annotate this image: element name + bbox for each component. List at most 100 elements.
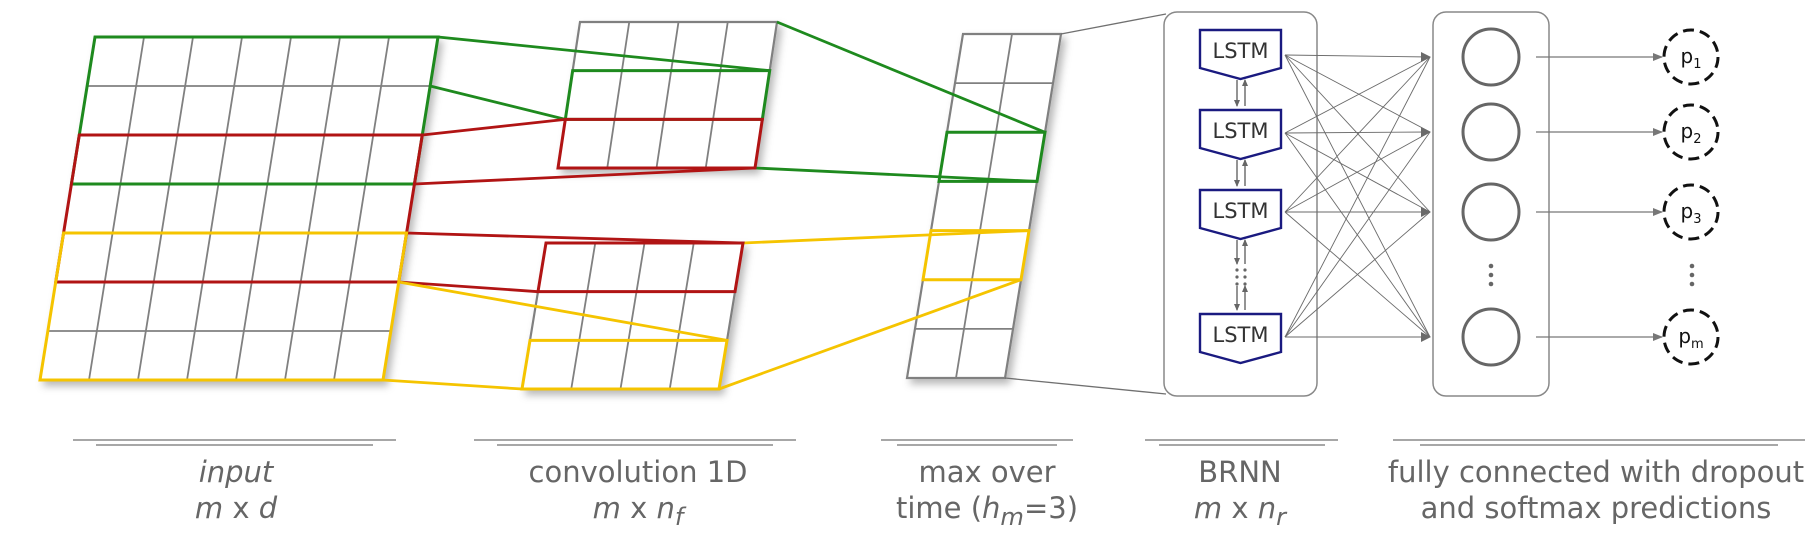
neuron-ellipsis-dot: [1488, 281, 1494, 287]
prediction-label-base: p: [1681, 119, 1694, 143]
conv-feature-map-top-col-line: [704, 21, 729, 169]
neuron-node: [1461, 182, 1521, 242]
neuron-ellipsis-dot: [1488, 263, 1494, 269]
dense-arrowhead: [1421, 52, 1431, 62]
ellipsis-dot: [1235, 282, 1239, 286]
prediction-label: p1: [1681, 44, 1702, 72]
connector-yellow-input-conv: [382, 378, 523, 391]
prediction-label-base: p: [1678, 324, 1691, 348]
dense-connection: [1284, 131, 1431, 134]
dense-arrowhead: [1421, 332, 1431, 342]
prediction-label-base: p: [1681, 199, 1694, 223]
time-suffix: =3): [1023, 491, 1079, 525]
input-matrix-col-line: [235, 36, 292, 381]
prediction-node: p2: [1662, 103, 1720, 161]
stage-max-title: max over: [918, 455, 1056, 489]
max-highlight-green: [937, 130, 1047, 183]
prediction-circle: [1662, 28, 1720, 86]
dim-r: r: [1276, 502, 1287, 531]
ellipsis-dot: [1243, 275, 1247, 279]
ellipsis-dot: [1235, 268, 1239, 272]
lstm-label: LSTM: [1213, 199, 1269, 223]
stage-label-input: input m x d: [101, 454, 371, 526]
input-matrix-frame: [38, 35, 440, 382]
max-highlight-yellow: [921, 229, 1031, 282]
conv-feature-map-top-col-line: [606, 21, 631, 169]
prediction-circle: [1662, 183, 1720, 241]
max-pooled-matrix-col-line: [955, 33, 1013, 379]
lstm-cell: LSTM: [1198, 28, 1283, 81]
conv-feature-map-bottom: [520, 241, 745, 391]
connector-yellow-input-conv: [398, 280, 728, 342]
stage-brnn-title: BRNN: [1198, 455, 1282, 489]
prediction-label: p2: [1681, 119, 1702, 147]
conv-highlight-yellow: [520, 338, 729, 391]
connector-green-input-conv: [437, 35, 770, 73]
dim-n: n: [656, 491, 675, 525]
conv-highlight-red: [556, 117, 765, 170]
connector-yellow-conv-max: [718, 278, 1022, 391]
lstm-label: LSTM: [1213, 323, 1269, 347]
dense-connection: [1284, 56, 1431, 134]
dim-h: h: [982, 491, 1001, 525]
lstm-label: LSTM: [1213, 39, 1269, 63]
stage-fc-subtitle: and softmax predictions: [1420, 491, 1772, 525]
lstm-cell-shape: [1198, 28, 1283, 81]
dense-connection: [1284, 54, 1431, 213]
zoom-line-bottom: [1004, 377, 1167, 395]
connector-red-input-conv: [398, 280, 539, 294]
stage-input-title: input: [198, 455, 274, 489]
dense-connection: [1284, 131, 1431, 213]
output-ellipsis-dot: [1689, 272, 1695, 278]
conv-feature-map-bottom-col-line: [619, 242, 646, 390]
prediction-label-subscript: m: [1691, 337, 1704, 352]
dense-connection: [1284, 131, 1431, 338]
prediction-label-subscript: 1: [1693, 57, 1701, 72]
stage-brnn-dims: m x nr: [1141, 490, 1339, 535]
dim-x: x: [620, 491, 657, 525]
dim-x: x: [223, 491, 259, 525]
output-ellipsis-dot: [1689, 263, 1695, 269]
input-matrix-col-line: [284, 36, 341, 381]
input-matrix-col-line: [333, 36, 390, 381]
stage-conv-dims: m x nf: [493, 490, 783, 535]
dense-connection: [1284, 54, 1431, 133]
connector-green-input-conv: [429, 84, 566, 121]
prediction-label-base: p: [1681, 44, 1694, 68]
input-matrix: [38, 35, 440, 382]
zoom-line-top: [1060, 13, 1167, 35]
ellipsis-dot: [1243, 268, 1247, 272]
lstm-cell: LSTM: [1198, 108, 1283, 161]
prediction-node: p1: [1662, 28, 1720, 86]
dense-arrowhead: [1421, 207, 1431, 217]
lstm-cell-shape: [1198, 312, 1283, 365]
lstm-cell-shape: [1198, 108, 1283, 161]
lstm-cell: LSTM: [1198, 188, 1283, 241]
dense-arrowhead: [1421, 127, 1431, 137]
stage-label-convolution: convolution 1D m x nf: [493, 454, 783, 535]
stage-input-dims: m x d: [101, 490, 371, 526]
input-matrix-col-line: [186, 36, 243, 381]
stage-max-dims: time (hm=3): [872, 490, 1102, 535]
prediction-node: pm: [1662, 308, 1720, 366]
stage-label-brnn: BRNN m x nr: [1141, 454, 1339, 535]
dim-m-sub: m: [1000, 502, 1024, 531]
connector-green-conv-max: [754, 166, 1038, 183]
conv-feature-map-bottom-col-line: [668, 242, 695, 390]
neuron-ellipsis-dot: [1488, 272, 1494, 278]
connector-green-conv-max: [776, 20, 1046, 134]
ellipsis-dot: [1243, 282, 1247, 286]
dense-connection: [1284, 54, 1431, 58]
dim-m: m: [1193, 491, 1223, 525]
ellipsis-dot: [1235, 275, 1239, 279]
prediction-label-subscript: 3: [1693, 212, 1701, 227]
stage-label-fully-connected: fully connected with dropout and softmax…: [1378, 454, 1814, 526]
dense-connection: [1284, 56, 1431, 213]
lstm-cell-shape: [1198, 188, 1283, 241]
prediction-node: p3: [1662, 183, 1720, 241]
time-prefix: time (: [895, 491, 983, 525]
input-highlight-yellow: [38, 231, 409, 382]
dim-f: f: [674, 502, 684, 531]
output-ellipsis-dot: [1689, 281, 1695, 287]
